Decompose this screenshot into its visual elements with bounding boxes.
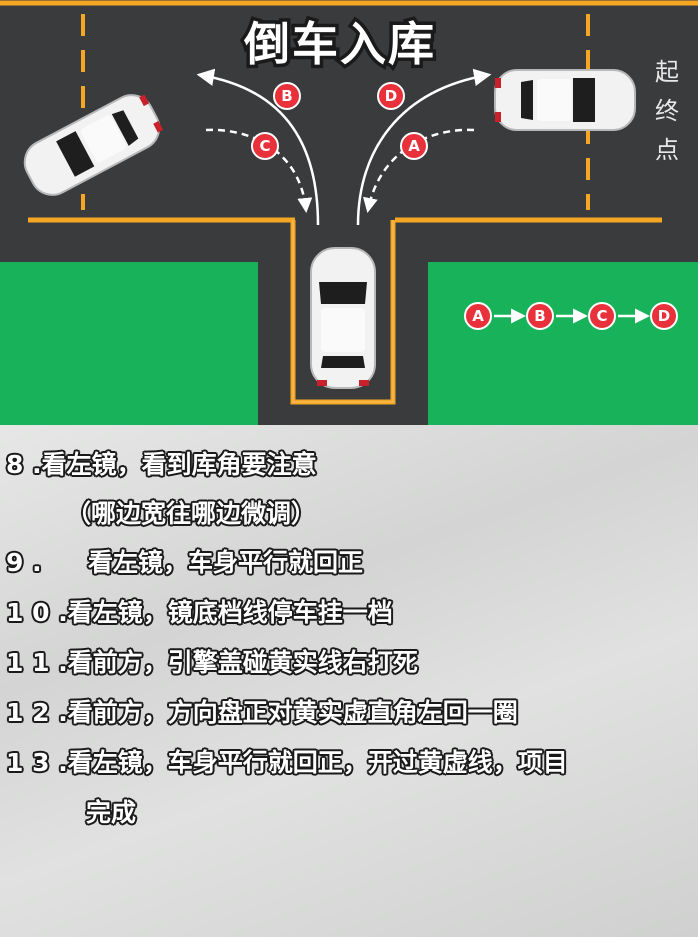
instruction-line-13: 1 3 .看左镜，车身平行就回正，开过黄虚线，项目 (6, 743, 568, 779)
instruction-text: 完成 (86, 798, 137, 827)
instruction-number: 8 . (6, 450, 42, 479)
car-top-left (23, 94, 164, 196)
instruction-line-10: 1 0 .看左镜，镜底档线停车挂一档 (6, 593, 393, 629)
sequence-item-b: B (534, 307, 545, 325)
side-label-char-3: 点 (655, 136, 679, 164)
marker-c: C (251, 132, 279, 160)
garage-outline (290, 220, 396, 405)
instruction-text: 看左镜，车身平行就回正，开过黄虚线，项目 (67, 748, 568, 777)
instruction-text: 看前方，方向盘正对黄实虚直角左回一圈 (67, 698, 518, 727)
instruction-text: 看左镜，车身平行就回正 (88, 548, 364, 577)
instruction-line-8-note: （哪边宽往哪边微调） (66, 494, 316, 530)
side-label-char-1: 起 (655, 58, 679, 86)
instruction-text: 看左镜，看到库角要注意 (41, 450, 317, 479)
marker-b: B (273, 82, 301, 110)
sequence-item-c: C (596, 307, 607, 325)
instruction-number: 1 0 . (6, 598, 68, 627)
svg-text:B: B (281, 87, 292, 105)
reverse-parking-diagram: 倒车入库 起 终 点 B D C A (0, 0, 698, 425)
marker-a: A (400, 132, 428, 160)
svg-text:C: C (259, 137, 270, 155)
arrow-path-c (205, 128, 313, 213)
instruction-line-8: 8 .看左镜，看到库角要注意 (6, 445, 317, 481)
instruction-line-9: 9 . 看左镜，车身平行就回正 (6, 543, 363, 579)
instruction-line-12: 1 2 .看前方，方向盘正对黄实虚直角左回一圈 (6, 693, 518, 729)
side-label-char-2: 终 (655, 97, 679, 125)
grass-right (428, 262, 698, 425)
sequence-item-a: A (472, 307, 484, 325)
svg-text:D: D (385, 87, 397, 105)
instruction-line-11: 1 1 .看前方，引擎盖碰黄实线右打死 (6, 643, 418, 679)
instruction-number: 1 3 . (6, 748, 68, 777)
instruction-text: 看左镜，镜底档线停车挂一档 (67, 598, 393, 627)
arrow-path-a (363, 128, 475, 213)
instruction-text: （哪边宽往哪边微调） (66, 499, 317, 528)
instruction-text: 看前方，引擎盖碰黄实线右打死 (67, 648, 418, 677)
car-top-right (494, 69, 636, 131)
arrow-path-d (356, 68, 492, 226)
svg-text:A: A (408, 137, 420, 155)
sequence-legend: A B C D (464, 302, 678, 330)
instruction-number: 1 2 . (6, 698, 68, 727)
instruction-line-13-cont: 完成 (86, 793, 136, 829)
diagram-title: 倒车入库 (243, 17, 436, 71)
instruction-sheet: 8 .看左镜，看到库角要注意 （哪边宽往哪边微调） 9 . 看左镜，车身平行就回正… (0, 425, 698, 937)
instruction-number: 1 1 . (6, 648, 68, 677)
instruction-number: 9 . (6, 548, 42, 577)
car-in-garage (310, 247, 376, 389)
marker-d: D (377, 82, 405, 110)
arrow-path-b (196, 68, 320, 226)
sequence-item-d: D (658, 307, 670, 325)
grass-left (0, 262, 258, 425)
